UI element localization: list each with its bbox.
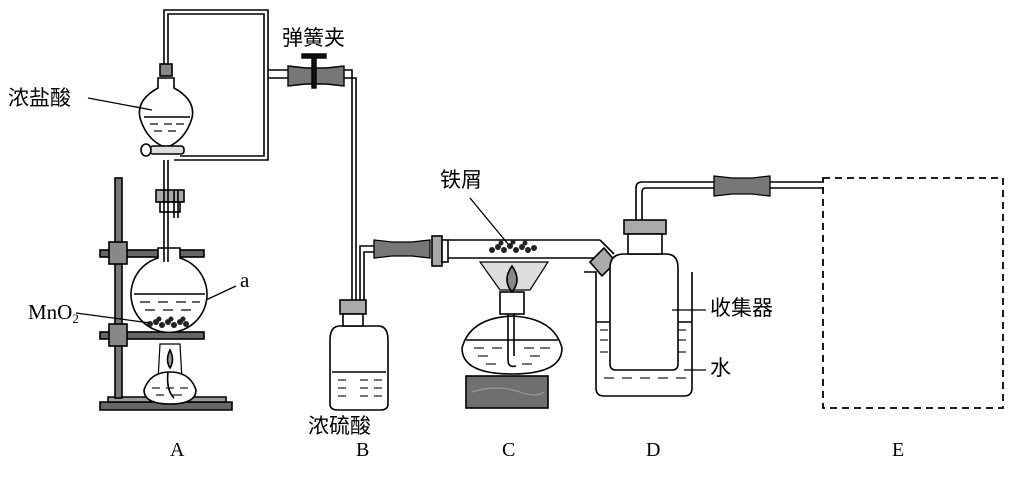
label-mno2-text: MnO bbox=[28, 300, 73, 324]
tube-to-e bbox=[770, 181, 824, 189]
label-flask-a: a bbox=[240, 268, 250, 292]
tube-c-stopper bbox=[431, 235, 443, 267]
water-hatch bbox=[600, 329, 686, 379]
burner-a-liquid bbox=[152, 387, 188, 396]
upper-clamp-arm bbox=[99, 249, 205, 258]
collector-stopper bbox=[623, 219, 667, 235]
funnel-stopper bbox=[159, 63, 173, 77]
burner-c-liquid bbox=[474, 347, 550, 365]
hard-glass-tube bbox=[448, 239, 604, 259]
funnel-stopcock bbox=[149, 145, 185, 155]
flask-a-neck bbox=[159, 201, 181, 213]
hcl-pointer bbox=[87, 97, 153, 111]
flask-a-liquid-hatch bbox=[140, 301, 200, 311]
spring-clamp-assembly bbox=[287, 53, 345, 89]
label-iron-filings: 铁屑 bbox=[440, 168, 482, 192]
apparatus-e-box bbox=[822, 177, 1004, 409]
label-conc-hcl: 浓盐酸 bbox=[8, 86, 71, 110]
lower-clamp-boss bbox=[108, 323, 128, 347]
label-spring-clamp: 弹簧夹 bbox=[282, 26, 345, 50]
stand-rod bbox=[114, 177, 123, 399]
h2so4-hatch bbox=[338, 379, 382, 397]
burner-c-lamp bbox=[461, 315, 563, 375]
label-mno2-subscript: 2 bbox=[72, 311, 79, 326]
burner-c-wick bbox=[507, 314, 517, 368]
label-mno2: MnO2 bbox=[28, 300, 79, 326]
round-flask-a bbox=[130, 247, 208, 334]
rubber-tube-2 bbox=[373, 239, 431, 259]
flask-a-pointer bbox=[205, 285, 237, 301]
water-bath-beaker bbox=[584, 271, 693, 397]
burner-a-wick bbox=[166, 371, 175, 399]
burner-a-flame bbox=[166, 348, 174, 370]
flask-a-stopper bbox=[155, 189, 185, 203]
collector-outlet-tube bbox=[635, 181, 716, 220]
wash-bottle-b bbox=[329, 325, 389, 411]
wash-bottle-stopper bbox=[339, 299, 367, 315]
caption-e: E bbox=[892, 439, 905, 461]
equalising-tube-outer bbox=[163, 9, 269, 161]
wash-bottle-neck bbox=[342, 313, 364, 327]
iron-filings-solid bbox=[489, 239, 537, 253]
funnel-liquid-hatch bbox=[150, 123, 184, 132]
caption-c: C bbox=[502, 439, 516, 461]
mno2-pointer bbox=[75, 312, 151, 324]
collector-neck bbox=[627, 233, 663, 255]
apparatus-a bbox=[99, 9, 290, 411]
apparatus-b bbox=[329, 69, 431, 411]
separatory-funnel bbox=[138, 77, 194, 151]
apparatus-d bbox=[584, 175, 824, 397]
label-water: 水 bbox=[710, 356, 731, 380]
spring-clamp-top bbox=[301, 53, 327, 59]
caption-b: B bbox=[356, 439, 370, 461]
caption-a: A bbox=[170, 439, 185, 461]
apparatus-c bbox=[431, 197, 615, 409]
label-conc-h2so4: 浓硫酸 bbox=[308, 414, 371, 438]
upper-clamp-boss bbox=[108, 241, 128, 265]
block-grain bbox=[471, 387, 545, 396]
label-collector: 收集器 bbox=[710, 296, 773, 320]
lower-clamp-arm bbox=[99, 331, 205, 340]
equalising-tube-inner bbox=[167, 13, 265, 157]
collector-bottle bbox=[609, 253, 679, 371]
burner-c-flame bbox=[506, 264, 518, 294]
stopcock-handle bbox=[140, 143, 152, 157]
caption-d: D bbox=[646, 439, 661, 461]
tube-c-rim bbox=[441, 239, 449, 263]
iron-filings-pointer bbox=[469, 197, 509, 245]
burner-c-block bbox=[465, 375, 549, 409]
stand-base bbox=[99, 401, 233, 411]
spring-clamp bbox=[311, 57, 317, 89]
rubber-tube-3 bbox=[713, 175, 771, 197]
burner-c-neck bbox=[499, 291, 525, 315]
mno2-solid bbox=[147, 316, 189, 328]
